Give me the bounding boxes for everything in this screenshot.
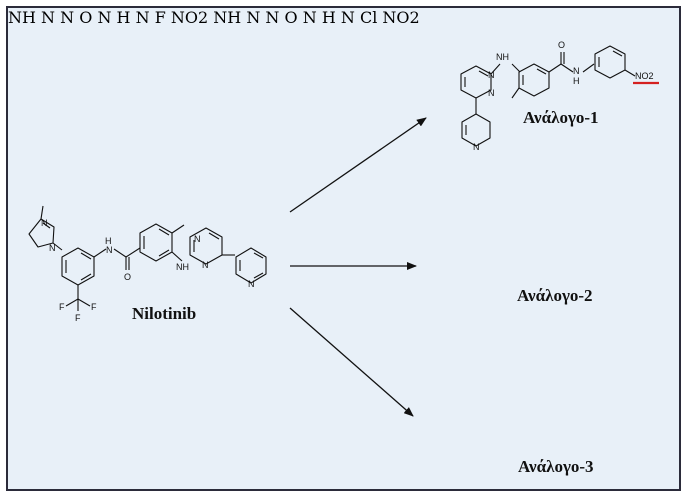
nilotinib-atom-n1: N [41,218,48,228]
analogue-2-nitro-label: NO2 [170,8,209,27]
nilotinib-atom-n5: N [202,260,209,270]
nilotinib-label: Nilotinib [132,304,197,323]
nilotinib-atom-o: O [124,272,131,282]
analogue-1-atom-n4: N [473,142,480,152]
analogue-2-atom-n4: N [135,8,150,27]
analogue-2-atom-n2: N [60,8,75,27]
analogue-2-fluoro-underline: NO2 [171,8,213,27]
analogue-1-atom-n1: N [488,70,495,80]
analogue-1-atom-n2: N [488,88,495,98]
nilotinib-atom-n4: N [194,234,201,244]
analogue-2-atom-nh: NH [8,8,36,27]
nilotinib-atom-f1: F [59,302,65,312]
analogue-1-atom-n3: N [573,66,580,76]
analogue-2-atom-h: H [116,8,131,27]
nilotinib-atom-h: H [105,236,112,246]
arrow-to-analogue-1 [289,117,427,213]
analogue-2-atom-n3: N [97,8,112,27]
analogue-3-nitro-label: NO2 [382,8,420,27]
analogue-1-structure: NH N N O N H N NO2 [460,40,659,152]
analogue-3-structure: NH N N O N H N Cl NO2 [213,8,419,27]
scheme-panel: N N H N O NH N N N F F F [6,6,681,491]
analogue-3-atom-n2: N [265,8,280,27]
analogue-3-atom-nh: NH [213,8,242,27]
nilotinib-atom-f2: F [91,302,97,312]
nilotinib-atom-n2: N [49,243,56,253]
analogue-3-atom-n4: N [340,8,355,27]
analogue-1-atom-nh: NH [496,52,509,62]
nilotinib-atom-nh: NH [176,262,189,272]
nilotinib-atom-n3: N [106,245,113,255]
analogue-2-atom-o: O [79,8,93,27]
analogue-3-atom-n3: N [302,8,317,27]
analogue-3-atom-h: H [321,8,336,27]
nilotinib-atom-n6: N [248,279,255,289]
analogue-2-label: Ανάλογο-2 [517,286,593,305]
analogue-1-atom-h: H [573,76,580,86]
analogue-1-atom-o: O [558,40,565,50]
analogue-2-fluoro-label: F [154,8,166,27]
analogue-3-atom-n1: N [246,8,261,27]
nilotinib-structure: N N H N O NH N N N F F F [28,205,267,323]
arrow-to-analogue-3 [289,307,414,417]
analogue-3-atom-o: O [284,8,298,27]
analogue-2-structure: NH N N O N H N F NO2 [8,8,213,27]
analogue-3-label: Ανάλογο-3 [518,457,594,476]
nilotinib-atom-f3: F [75,313,81,323]
analogue-1-nitro-label: NO2 [635,71,654,81]
analogue-3-chloro-underline: NO2 [382,8,419,27]
analogue-1-label: Ανάλογο-1 [523,108,599,127]
analogue-2-atom-n1: N [41,8,56,27]
reaction-scheme: N N H N O NH N N N F F F [28,40,659,417]
analogue-3-chloro-label: Cl [359,8,378,27]
